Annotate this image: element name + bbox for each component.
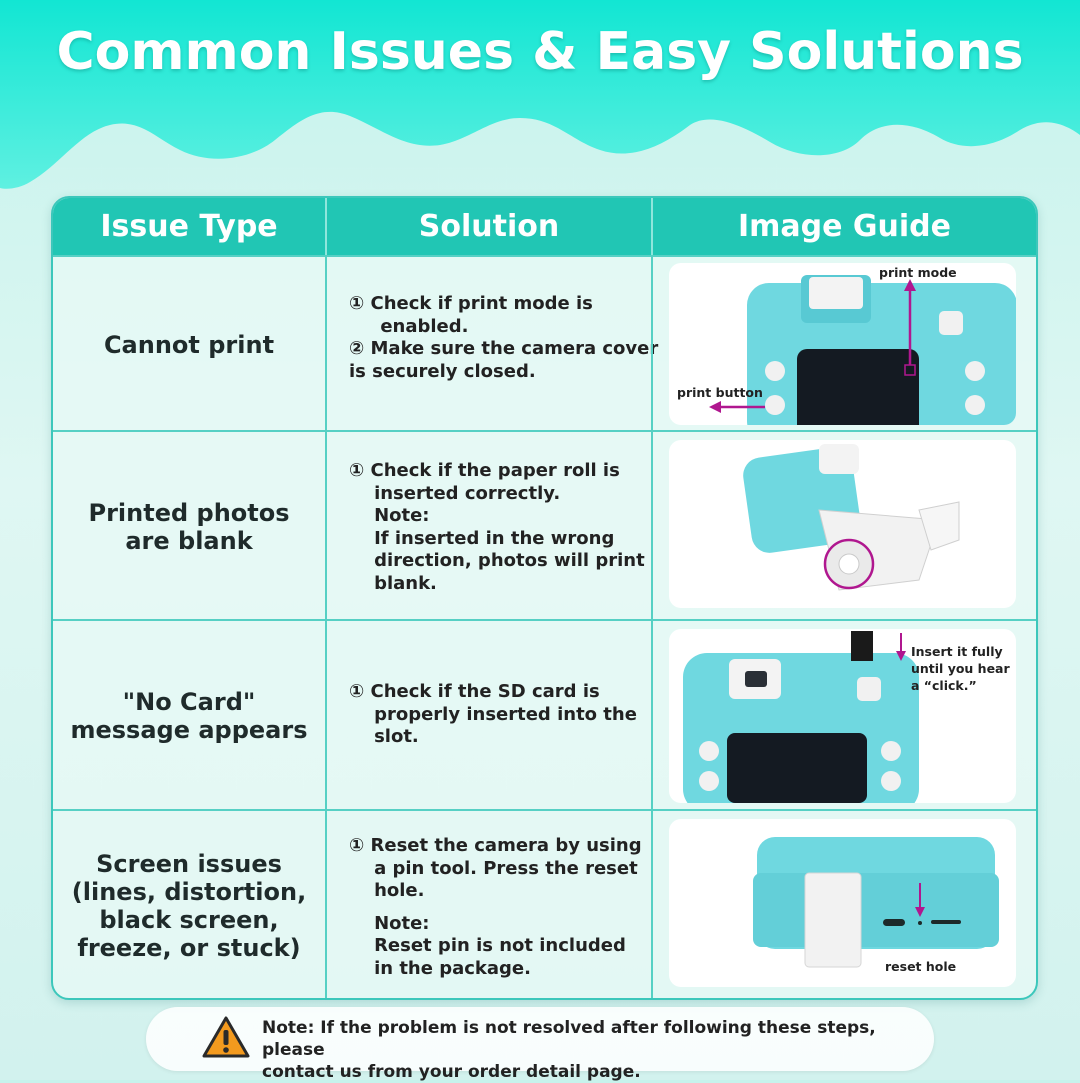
footer-note-line: Note: If the problem is not resolved aft… (262, 1018, 876, 1060)
solution-line: in the package. (349, 957, 531, 979)
sd-card-instruction-line: a “click.” (911, 678, 977, 693)
solution-cell: ① Reset the camera by using a pin tool. … (325, 811, 651, 998)
solution-line: slot. (349, 726, 419, 747)
header-image-guide: Image Guide (651, 198, 1036, 255)
header-band (0, 0, 1080, 200)
sd-card-instruction: Insert it fully until you hear a “click.… (911, 643, 1010, 694)
guide-cell: print mode print button (651, 257, 1036, 432)
solution-line: ① Check if the SD card is (349, 681, 600, 702)
reset-hole-guide-image: reset hole (669, 819, 1016, 987)
footer-note-text: Note: If the problem is not resolved aft… (262, 1017, 922, 1083)
solution-line: hole. (349, 880, 425, 901)
sd-card-instruction-line: until you hear (911, 661, 1010, 676)
issue-line: "No Card" (122, 688, 256, 716)
issue-line: message appears (70, 716, 308, 744)
solution-line: inserted correctly. (349, 482, 561, 504)
solution-line: Reset pin is not included (349, 935, 626, 956)
print-button-label: print button (677, 385, 763, 400)
issue-cell: Printed photos are blank (53, 432, 325, 621)
footer-note: Note: If the problem is not resolved aft… (146, 1007, 934, 1082)
solution-spacer (349, 903, 643, 913)
issue-line: are blank (125, 526, 253, 555)
issue-cell: Cannot print (53, 257, 325, 432)
table-row: Cannot print ① Check if print mode is en… (53, 255, 1036, 432)
solution-line: properly inserted into the (349, 703, 637, 725)
solution-line: Note: (349, 912, 430, 934)
reset-hole-label: reset hole (885, 959, 957, 974)
table-header: Issue Type Solution Image Guide (53, 198, 1036, 255)
solution-cell: ① Check if the SD card is properly inser… (325, 621, 651, 811)
issue-line: Cannot print (103, 330, 275, 359)
issue-line: Printed photos (88, 498, 290, 527)
issue-cell: "No Card" message appears (53, 621, 325, 811)
footer-note-line: contact us from your order detail page. (262, 1062, 641, 1082)
issues-table: Issue Type Solution Image Guide Cannot p… (51, 196, 1038, 1000)
table-row: Screen issues (lines, distortion, black … (53, 809, 1036, 998)
table-row: "No Card" message appears ① Check if the… (53, 619, 1036, 811)
solution-line: ① Check if print mode is (349, 293, 593, 314)
sd-card-guide-image: Insert it fully until you hear a “click.… (669, 629, 1016, 803)
sd-card-instruction-line: Insert it fully (911, 644, 1003, 659)
guide-cell: reset hole (651, 811, 1036, 998)
warning-triangle-icon (202, 1016, 250, 1058)
solution-line: direction, photos will print (349, 550, 645, 571)
issue-line: black screen, (99, 905, 279, 934)
solution-line: blank. (349, 572, 437, 594)
solution-line: ② Make sure the camera cover (349, 338, 659, 359)
issue-cell: Screen issues (lines, distortion, black … (53, 811, 325, 998)
solution-line: ① Check if the paper roll is (349, 460, 620, 481)
header-solution: Solution (325, 198, 651, 255)
guide-cell (651, 432, 1036, 621)
table-row: Printed photos are blank ① Check if the … (53, 430, 1036, 621)
solution-line: enabled. (349, 315, 469, 337)
solution-line: If inserted in the wrong (349, 527, 615, 549)
solution-line: a pin tool. Press the reset (349, 857, 638, 879)
print-mode-label: print mode (879, 265, 957, 280)
issue-line: freeze, or stuck) (77, 933, 301, 962)
issue-line: (lines, distortion, (71, 877, 307, 906)
camera-print-guide-image: print mode print button (669, 263, 1016, 425)
guide-cell: Insert it fully until you hear a “click.… (651, 621, 1036, 811)
paper-roll-guide-image (669, 440, 1016, 608)
issue-line: Screen issues (96, 849, 282, 878)
header-issue-type: Issue Type (100, 209, 278, 244)
solution-line: Note: (349, 505, 430, 526)
solution-line: is securely closed. (349, 360, 536, 382)
solution-cell: ① Check if print mode is enabled. ② Make… (325, 257, 659, 432)
solution-line: ① Reset the camera by using (349, 835, 642, 856)
solution-cell: ① Check if the paper roll is inserted co… (325, 432, 651, 621)
page-title: Common Issues & Easy Solutions (56, 22, 1024, 82)
